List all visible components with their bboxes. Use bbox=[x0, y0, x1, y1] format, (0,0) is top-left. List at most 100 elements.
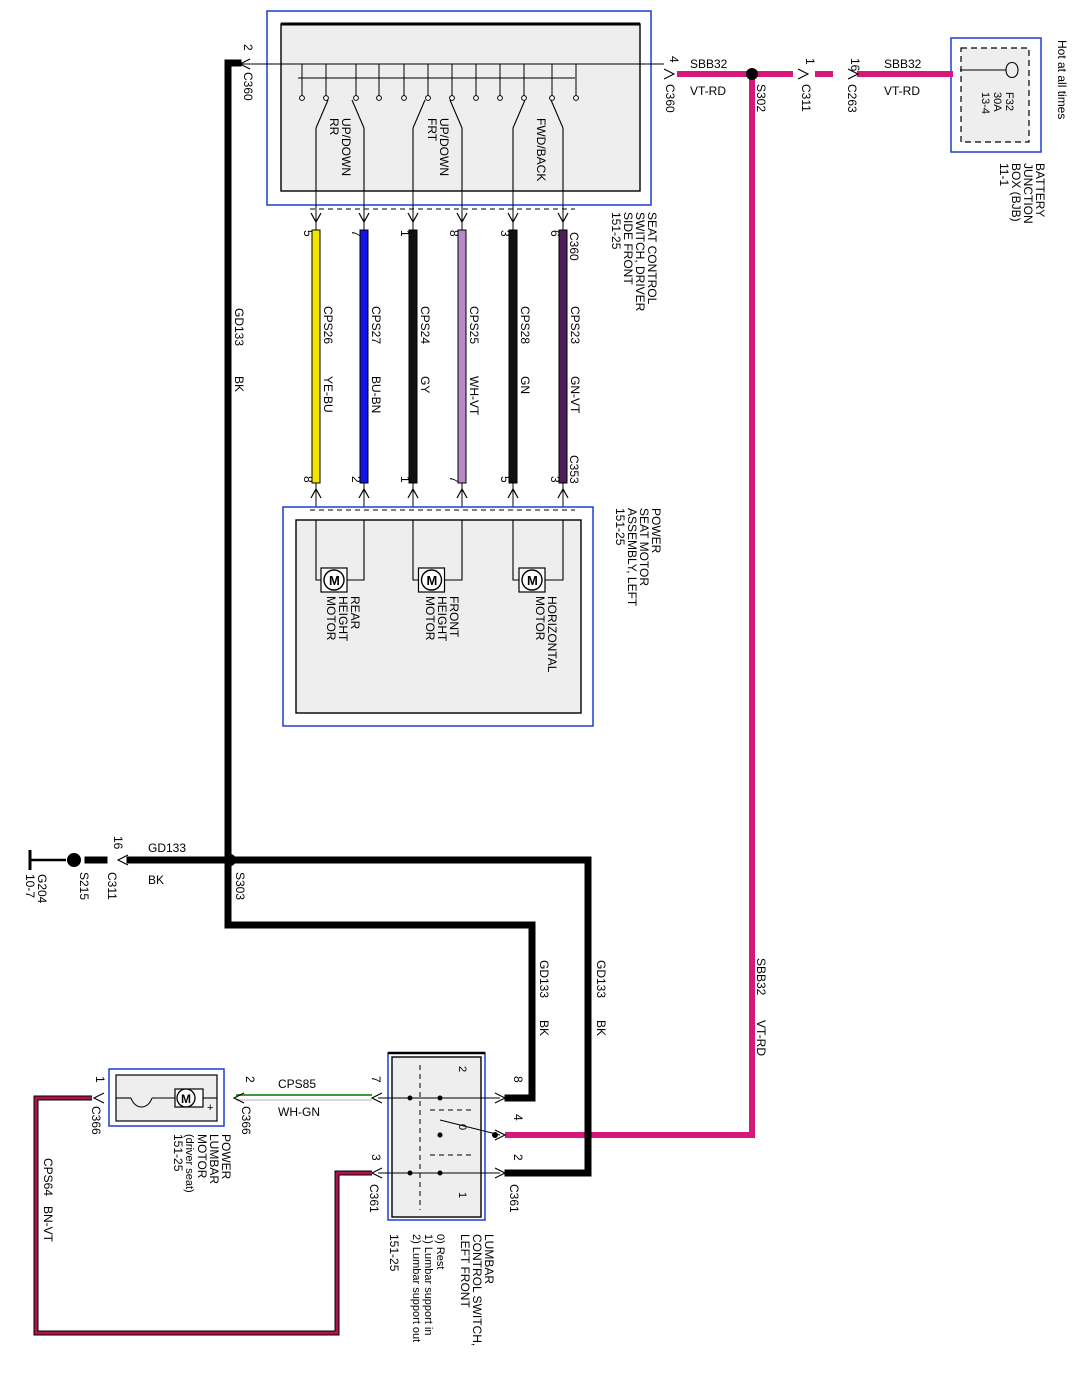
seat-wire-pin-bottom: 7 bbox=[447, 476, 461, 483]
switch-terminal bbox=[376, 95, 382, 101]
switch-blade bbox=[351, 99, 365, 129]
gd133-main-color: BK bbox=[148, 873, 164, 887]
s215-label: S215 bbox=[77, 872, 91, 900]
seat-wire-cps27 bbox=[359, 229, 369, 484]
cps85-circuit-label: CPS85 bbox=[278, 1077, 316, 1091]
seat-wire-circuit: CPS25 bbox=[467, 306, 481, 344]
g204-label: G204 bbox=[35, 874, 49, 904]
connector-bottom-icon bbox=[358, 487, 370, 499]
lumbar-pin-2: 2 bbox=[511, 1154, 525, 1161]
motor-lead bbox=[540, 520, 564, 581]
gd133-branch-a-circuit: GD133 bbox=[537, 960, 551, 998]
seat-wire-pin-top: 5 bbox=[301, 230, 315, 237]
switch-terminal bbox=[323, 95, 329, 101]
rear-motor-label-c: MOTOR bbox=[324, 596, 338, 641]
c263-connector-icon bbox=[847, 68, 860, 80]
lumbar-pin-4: 4 bbox=[511, 1114, 525, 1121]
seat-wire-circuit: CPS28 bbox=[518, 306, 532, 344]
seat-motor-conn-label: C353 bbox=[567, 455, 581, 484]
connector-top-icon bbox=[407, 212, 419, 224]
connector-top-icon bbox=[310, 212, 322, 224]
lumbar-pos-1-label: 1 bbox=[456, 1192, 468, 1198]
seat-switch-ground-pin: 2 bbox=[241, 44, 255, 51]
switch-contacts bbox=[299, 64, 579, 190]
lumbar-motor-name-4: (driver seat) bbox=[183, 1134, 195, 1193]
bjb-ref: 11-1 bbox=[997, 163, 1011, 186]
connector-top-icon bbox=[557, 212, 569, 224]
gd133-branch-b-color: BK bbox=[594, 1020, 608, 1036]
seat-wire-pin-bottom: 3 bbox=[548, 476, 562, 483]
fuse-ref: 13-4 bbox=[979, 92, 991, 114]
gd133-main-circuit: GD133 bbox=[148, 841, 186, 855]
connector-bottom-icon bbox=[557, 487, 569, 499]
seat-wire-circuit: CPS26 bbox=[321, 306, 335, 344]
rear-motor-label-b: HEIGHT bbox=[336, 596, 350, 642]
g204-ref: 10-7 bbox=[23, 874, 37, 898]
vt-rd-label-a: VT-RD bbox=[884, 84, 920, 98]
c311-label: C311 bbox=[799, 84, 813, 112]
cps64-color-label: BN-VT bbox=[41, 1206, 55, 1243]
bjb-name-2: JUNCTION bbox=[1021, 163, 1035, 224]
switch-rear-label-a: UP/DOWN bbox=[339, 118, 353, 176]
seat-wire-pin-top: 7 bbox=[349, 230, 363, 237]
connector-bottom-icon bbox=[310, 487, 322, 499]
seat-wire-pin-top: 8 bbox=[447, 230, 461, 237]
c366-pin-2: 2 bbox=[243, 1076, 257, 1083]
wire-gd133-switch-ground bbox=[224, 59, 242, 864]
c311-ground-connector-icon bbox=[116, 854, 129, 866]
bjb-name-1: BATTERY bbox=[1033, 163, 1047, 217]
lumbar-motor-symbol: M bbox=[181, 1092, 191, 1106]
motor-symbol: M bbox=[329, 573, 340, 588]
switch-terminal bbox=[353, 95, 359, 101]
seat-switch-name-3: SIDE FRONT bbox=[621, 212, 635, 285]
c311-pin: 1 bbox=[803, 58, 817, 65]
seat-wire-color-code: GY bbox=[418, 376, 432, 393]
lumbar-left-conn: C361 bbox=[367, 1184, 381, 1213]
switch-blade bbox=[315, 99, 329, 129]
connector-top-icon bbox=[456, 212, 468, 224]
switch-rear-label-b: RR bbox=[327, 118, 341, 136]
wire-gd133-branch-a bbox=[224, 856, 536, 1102]
c366-conn-1: C366 bbox=[89, 1106, 103, 1135]
wire-cps64 bbox=[34, 1096, 372, 1335]
bjb-name-3: BOX (BJB) bbox=[1009, 163, 1023, 222]
seat-wire-pin-bottom: 1 bbox=[398, 476, 412, 483]
lumbar-pos-2-label: 2 bbox=[456, 1066, 468, 1072]
power-lumbar-motor: M + CPS85 WH-GN 2 C366 1 C366 POWER LUMB… bbox=[33, 1068, 372, 1336]
s303-label: S303 bbox=[233, 872, 247, 900]
seat-wire-pin-top: 1 bbox=[398, 230, 412, 237]
switch-front-label-a: UP/DOWN bbox=[437, 118, 451, 176]
seat-wire-pin-bottom: 2 bbox=[349, 476, 363, 483]
lumbar-pin-3: 3 bbox=[369, 1154, 383, 1161]
lumbar-motor-plus: + bbox=[207, 1102, 213, 1114]
sbb32-label-b: SBB32 bbox=[690, 57, 728, 71]
lumbar-motor-name-2: LUMBAR bbox=[207, 1134, 221, 1184]
lumbar-switch-name-1: LUMBAR bbox=[482, 1234, 496, 1284]
switch-terminal bbox=[521, 95, 527, 101]
seat-motor-name-1: POWER bbox=[649, 508, 663, 554]
wire-gd133-branch-b bbox=[504, 856, 592, 1177]
lumbar-motor-icon bbox=[176, 1088, 196, 1108]
splice-s303-dot bbox=[224, 854, 236, 866]
fuse-icon bbox=[1005, 61, 1019, 79]
sbb32-label-a: SBB32 bbox=[884, 57, 922, 71]
switch-terminal bbox=[299, 95, 305, 101]
vt-rd-label-b: VT-RD bbox=[690, 84, 726, 98]
lumbar-right-conn: C361 bbox=[507, 1184, 521, 1213]
s302-label: S302 bbox=[754, 84, 768, 112]
feed-circuit: SBB32 VT-RD SBB32 VT-RD 16 C263 1 C311 S… bbox=[505, 56, 953, 1138]
seat-motor-name-3: ASSEMBLY, LEFT bbox=[625, 508, 639, 607]
splice-s302-dot bbox=[746, 68, 758, 80]
fuse-rating: 30A bbox=[991, 92, 1003, 112]
c366-pin1-connector-icon bbox=[92, 1092, 105, 1104]
seat-wire-cps26 bbox=[311, 229, 321, 484]
switch-blade bbox=[512, 99, 526, 129]
c311-ground-pin: 16 bbox=[111, 836, 125, 850]
switch-terminal bbox=[425, 95, 431, 101]
c366-pin2-connector-icon bbox=[232, 1092, 245, 1104]
c263-label: C263 bbox=[845, 84, 859, 113]
seat-wire-cps24 bbox=[408, 229, 418, 484]
lumbar-switch-ref: 151-25 bbox=[387, 1234, 401, 1272]
front-motor-label-a: FRONT bbox=[447, 596, 461, 638]
c360-feed-label: C360 bbox=[663, 84, 677, 113]
